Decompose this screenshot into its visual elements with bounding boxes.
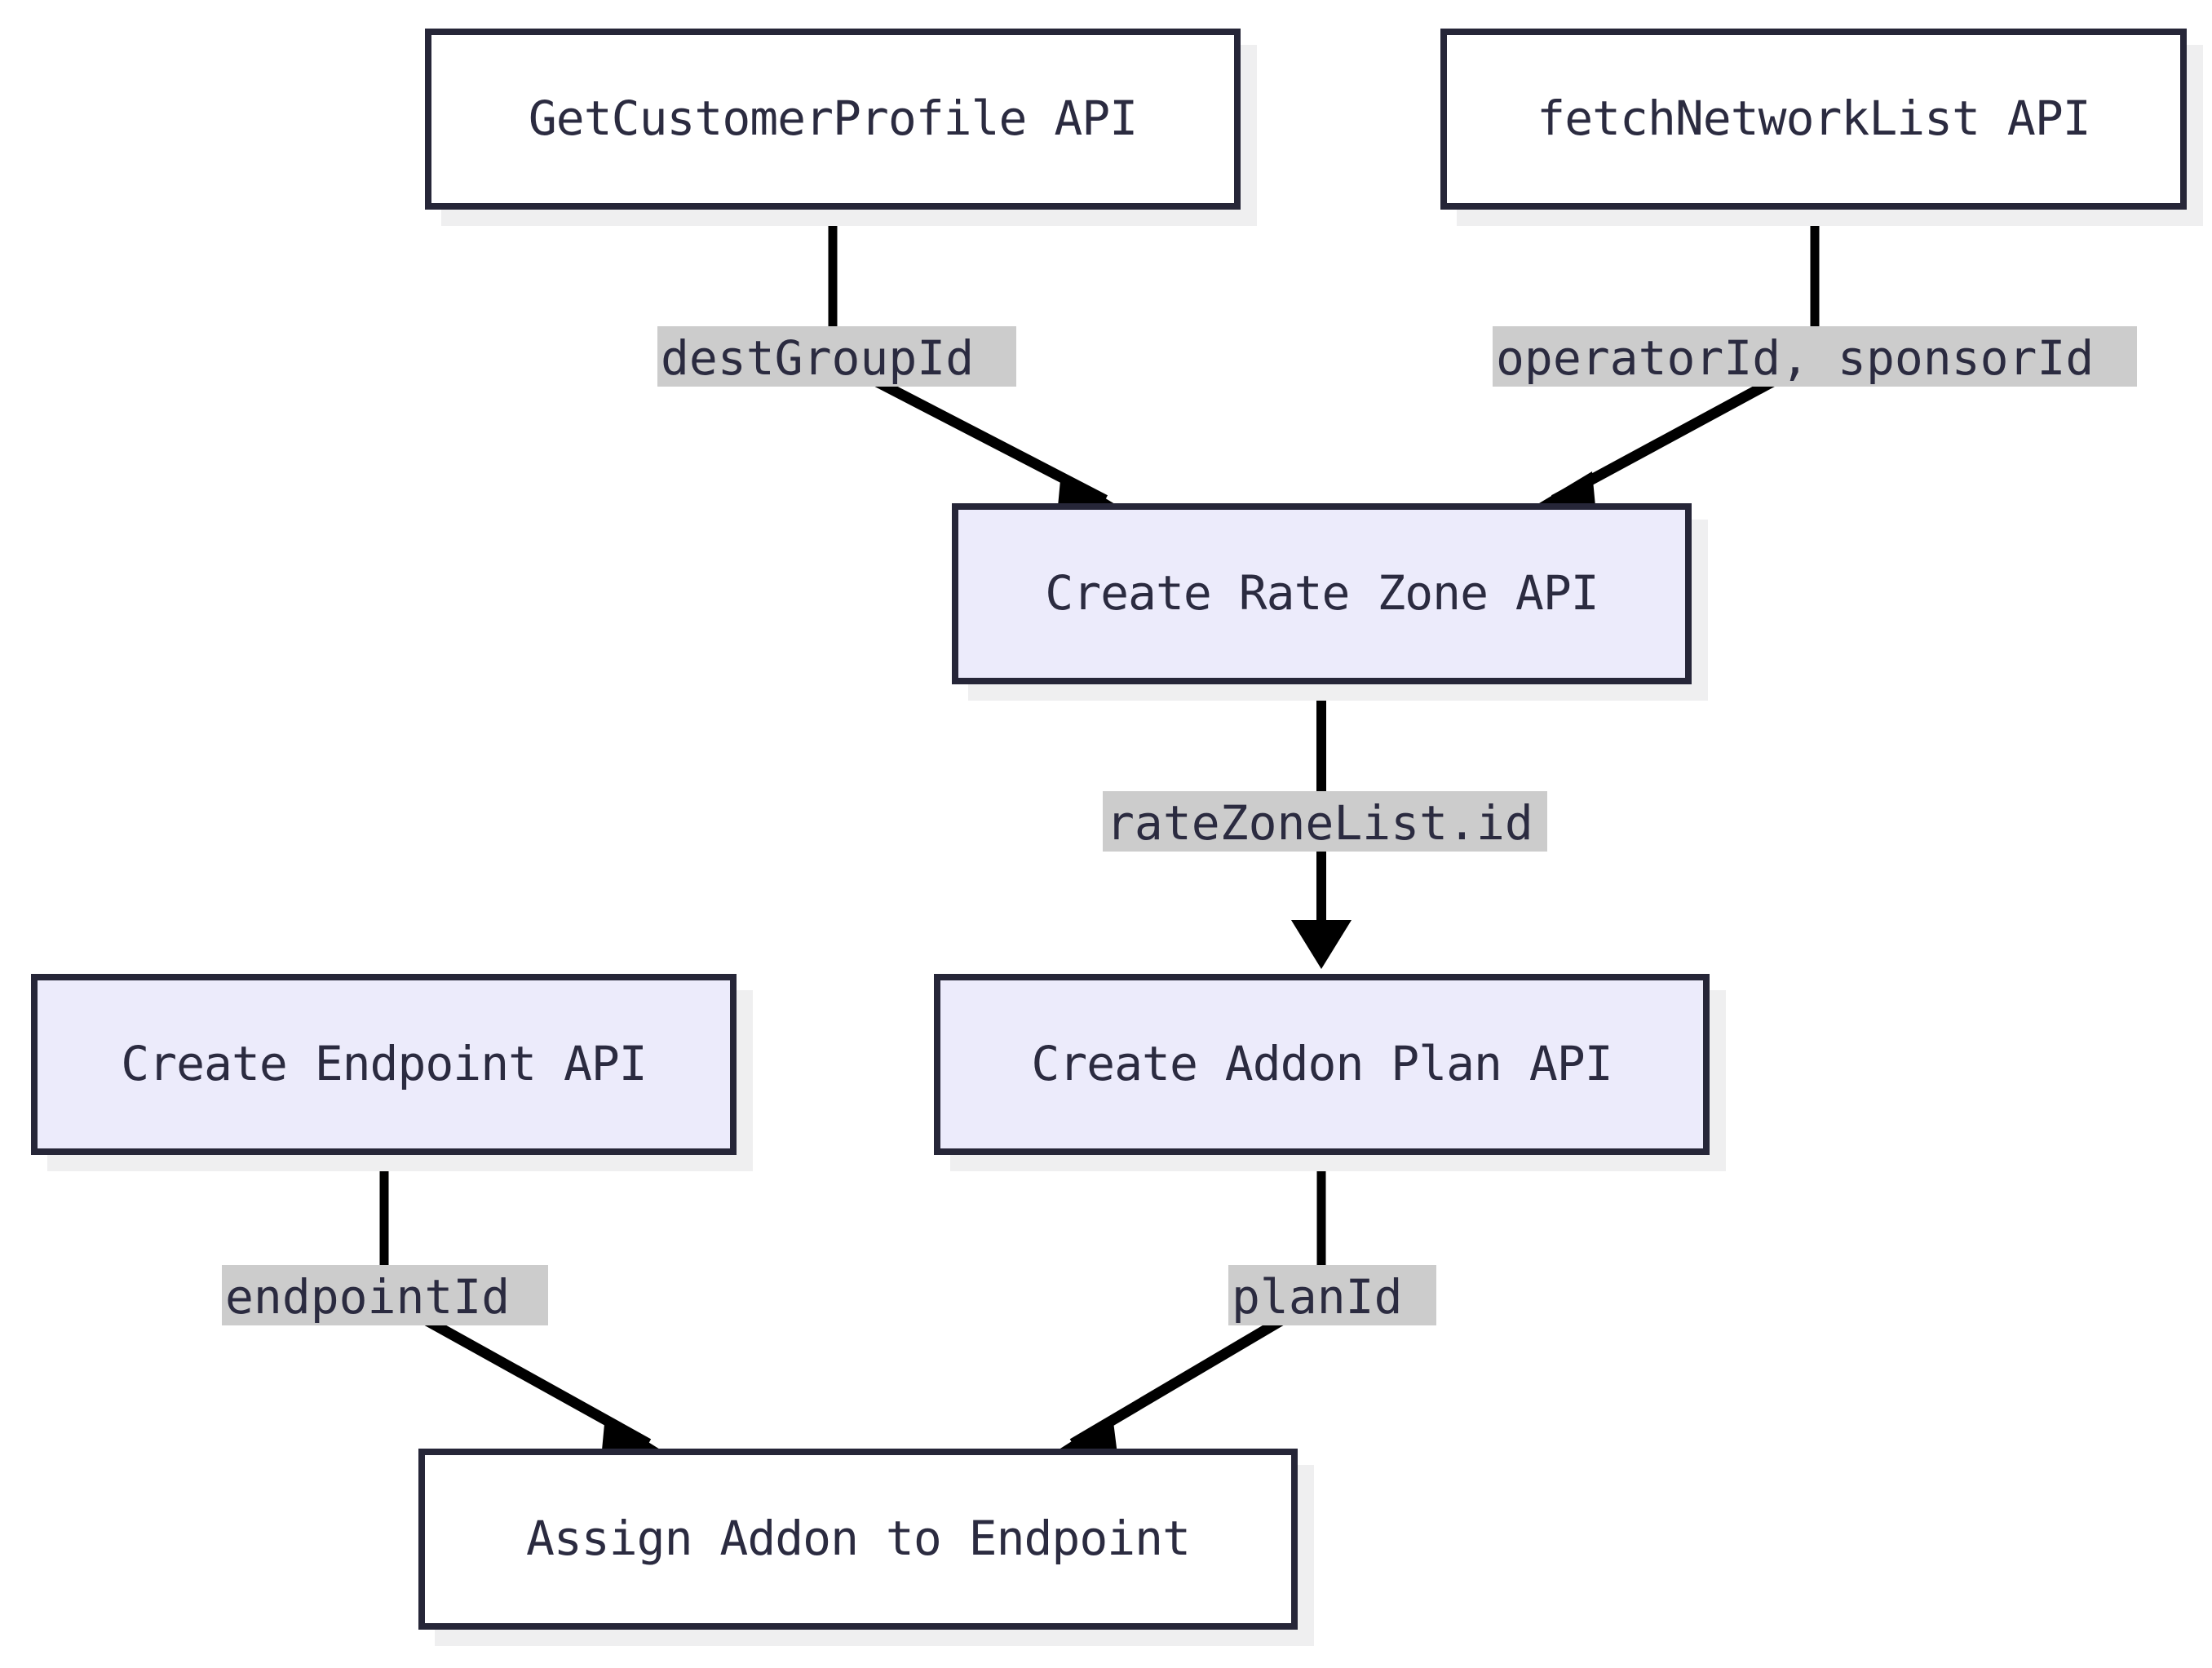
edge-label-endpoint-id: endpointId (222, 1265, 548, 1325)
node-create-addon-plan-api[interactable]: Create Addon Plan API (934, 974, 1710, 1155)
edge-label-plan-id: planId (1228, 1265, 1436, 1325)
node-create-rate-zone-api[interactable]: Create Rate Zone API (952, 503, 1692, 684)
node-label: GetCustomerProfile API (528, 91, 1138, 147)
edge-label-rate-zone-list-id: rateZoneList.id (1103, 791, 1547, 852)
edge-label-dest-group-id: destGroupId (657, 326, 1016, 387)
node-fetch-network-list-api[interactable]: fetchNetworkList API (1440, 29, 2187, 210)
node-label: fetchNetworkList API (1537, 91, 2090, 147)
node-get-customer-profile-api[interactable]: GetCustomerProfile API (425, 29, 1241, 210)
node-label: Assign Addon to Endpoint (525, 1511, 1191, 1567)
edge-label-operator-sponsor-id: operatorId, sponsorId (1493, 326, 2137, 387)
node-label: Create Endpoint API (121, 1036, 647, 1092)
node-create-endpoint-api[interactable]: Create Endpoint API (31, 974, 737, 1155)
node-assign-addon-to-endpoint[interactable]: Assign Addon to Endpoint (418, 1449, 1298, 1630)
node-label: Create Addon Plan API (1031, 1036, 1613, 1092)
node-label: Create Rate Zone API (1045, 565, 1599, 622)
